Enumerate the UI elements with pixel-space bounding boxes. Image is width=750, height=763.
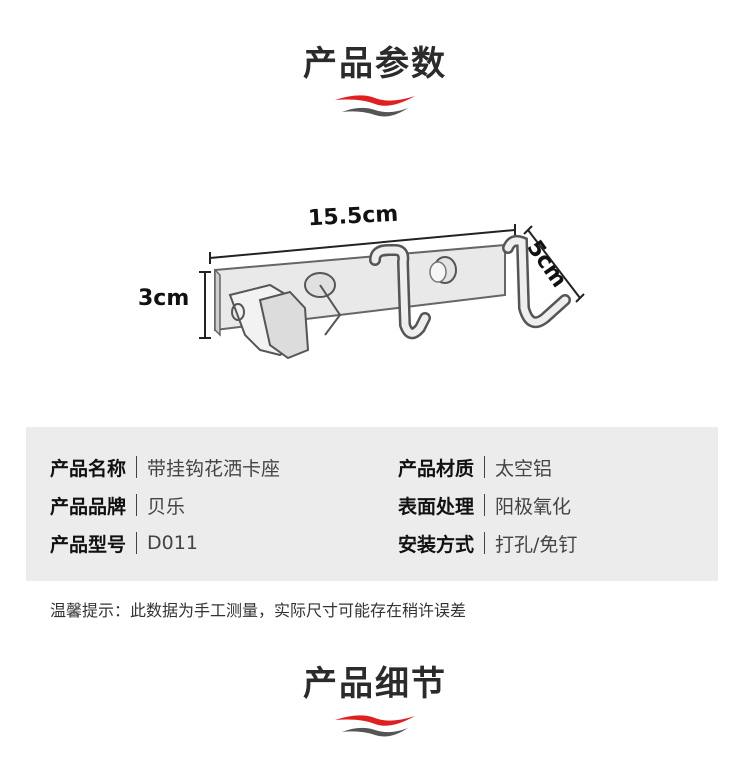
divider [136, 494, 138, 516]
param-row-brand: 产品品牌 贝乐 [50, 490, 185, 520]
divider [484, 532, 486, 554]
param-value: D011 [147, 532, 198, 554]
param-value: 阳极氧化 [495, 495, 572, 518]
dimension-length: 15.5cm [307, 201, 399, 232]
param-value: 贝乐 [147, 495, 186, 518]
section-title-params: 产品参数 [303, 44, 447, 84]
divider [136, 456, 138, 478]
param-label: 产品型号 [50, 533, 127, 556]
decorative-swoosh-icon [335, 715, 415, 737]
decorative-swoosh-icon [335, 95, 415, 117]
params-panel: 产品名称 带挂钩花洒卡座 产品品牌 贝乐 产品型号 D011 产品材质 太空铝 … [26, 427, 718, 581]
param-value: 带挂钩花洒卡座 [147, 457, 281, 480]
param-row-install: 安装方式 打孔/免钉 [398, 528, 577, 558]
param-value: 太空铝 [495, 457, 553, 480]
param-label: 安装方式 [398, 533, 475, 556]
measurement-note: 温馨提示：此数据为手工测量，实际尺寸可能存在稍许误差 [50, 601, 467, 620]
product-image [199, 224, 585, 360]
section-title-details: 产品细节 [303, 664, 447, 704]
dimension-height: 3cm [138, 286, 190, 311]
param-row-material: 产品材质 太空铝 [398, 452, 552, 482]
param-label: 产品名称 [50, 457, 127, 480]
param-row-name: 产品名称 带挂钩花洒卡座 [50, 452, 280, 482]
divider [484, 456, 486, 478]
divider [484, 494, 486, 516]
param-label: 产品品牌 [50, 495, 127, 518]
param-row-model: 产品型号 D011 [50, 528, 198, 558]
param-label: 产品材质 [398, 457, 475, 480]
divider [136, 532, 138, 554]
param-row-surface: 表面处理 阳极氧化 [398, 490, 571, 520]
param-value: 打孔/免钉 [495, 533, 578, 556]
param-label: 表面处理 [398, 495, 475, 518]
